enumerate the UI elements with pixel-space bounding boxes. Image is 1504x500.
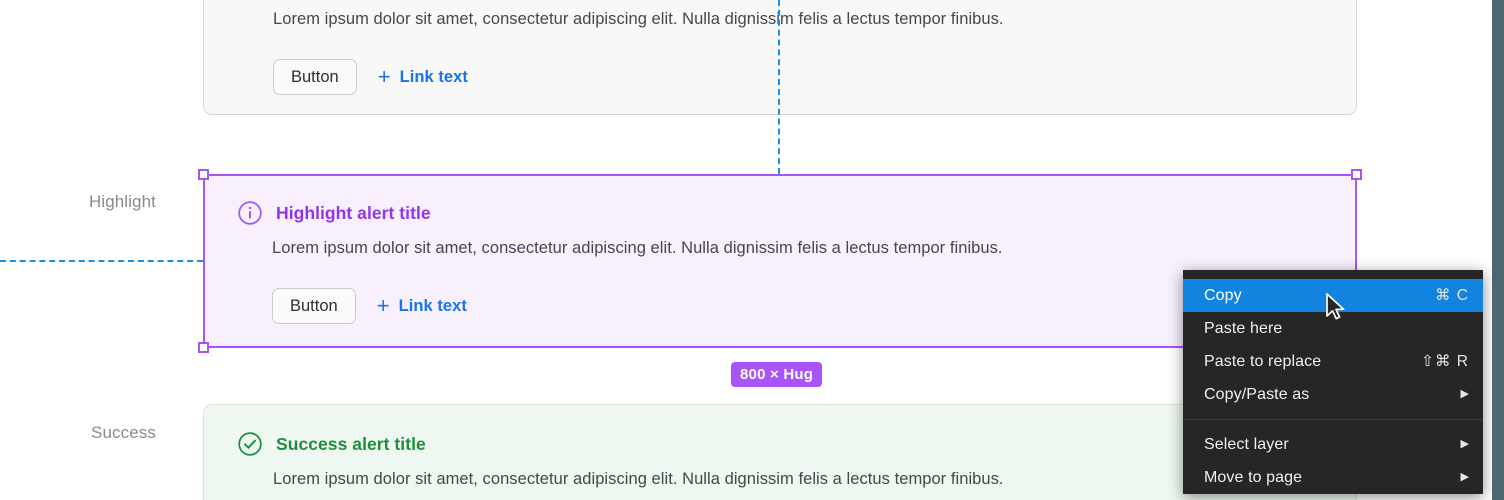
guide-vertical (778, 0, 780, 174)
menu-item-move-to-page[interactable]: Move to page ▶ (1183, 461, 1483, 494)
resize-handle-top-right[interactable] (1351, 169, 1362, 180)
alert-body-text: Lorem ipsum dolor sit amet, consectetur … (273, 470, 1004, 488)
alert-card-neutral[interactable]: Lorem ipsum dolor sit amet, consectetur … (203, 0, 1357, 115)
menu-item-label: Paste to replace (1204, 352, 1322, 370)
alert-card-highlight[interactable]: Highlight alert title Lorem ipsum dolor … (203, 174, 1357, 348)
alert-title: Highlight alert title (276, 203, 431, 223)
alert-link[interactable]: + Link text (377, 63, 468, 89)
alert-actions: Button + Link text (272, 288, 467, 324)
menu-item-paste-here[interactable]: Paste here (1183, 312, 1483, 345)
guide-horizontal (0, 260, 203, 262)
alert-body-text: Lorem ipsum dolor sit amet, consectetur … (273, 10, 1004, 28)
resize-handle-top-left[interactable] (198, 169, 209, 180)
context-menu[interactable]: Copy ⌘ C Paste here Paste to replace ⇧⌘ … (1183, 270, 1483, 494)
menu-item-label: Copy (1204, 286, 1242, 304)
menu-item-label: Move to page (1204, 468, 1303, 486)
menu-item-shortcut: ⇧⌘ R (1421, 353, 1469, 370)
alert-actions: Button + Link text (273, 59, 468, 95)
chevron-right-icon: ▶ (1460, 388, 1469, 400)
window-edge-strip (1492, 0, 1504, 500)
menu-item-copy[interactable]: Copy ⌘ C (1183, 279, 1483, 312)
size-badge: 800 × Hug (731, 362, 823, 387)
plus-icon: + (376, 292, 390, 318)
menu-item-paste-to-replace[interactable]: Paste to replace ⇧⌘ R (1183, 345, 1483, 378)
alert-link-label: Link text (398, 296, 467, 315)
resize-handle-bottom-left[interactable] (198, 342, 209, 353)
plus-icon: + (377, 63, 391, 89)
chevron-right-icon: ▶ (1460, 471, 1469, 483)
alert-button[interactable]: Button (272, 288, 356, 324)
menu-item-label: Select layer (1204, 435, 1289, 453)
info-circle-icon (237, 200, 263, 226)
alert-button[interactable]: Button (273, 59, 357, 95)
menu-item-select-layer[interactable]: Select layer ▶ (1183, 428, 1483, 461)
alert-header: Highlight alert title (237, 200, 431, 226)
row-label-highlight: Highlight (88, 192, 156, 211)
alert-title: Success alert title (276, 434, 426, 454)
menu-item-copy-paste-as[interactable]: Copy/Paste as ▶ (1183, 378, 1483, 411)
menu-item-label: Paste here (1204, 319, 1283, 337)
row-label-success: Success (91, 423, 156, 442)
chevron-right-icon: ▶ (1460, 438, 1469, 450)
alert-card-success[interactable]: Success alert title Lorem ipsum dolor si… (203, 404, 1357, 500)
menu-item-label: Copy/Paste as (1204, 385, 1310, 403)
menu-separator (1183, 419, 1483, 420)
menu-item-shortcut: ⌘ C (1435, 287, 1469, 304)
alert-body-text: Lorem ipsum dolor sit amet, consectetur … (272, 239, 1003, 257)
check-circle-icon (237, 431, 263, 457)
alert-link[interactable]: + Link text (376, 292, 467, 318)
alert-header: Success alert title (237, 431, 426, 457)
alert-link-label: Link text (399, 67, 468, 86)
